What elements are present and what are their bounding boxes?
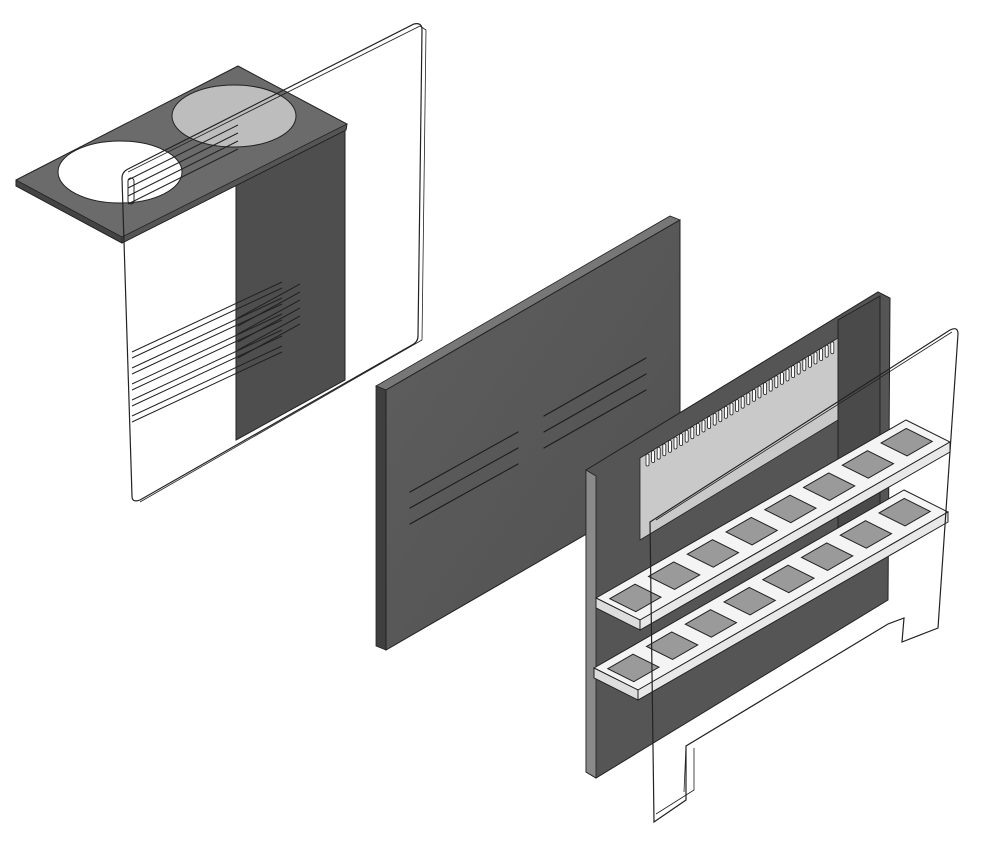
comb-slot	[707, 416, 711, 430]
comb-slot	[808, 354, 812, 368]
tube-rack	[592, 489, 950, 701]
comb-slot	[724, 405, 728, 419]
comb-slot	[824, 344, 829, 358]
rack-hole	[645, 631, 699, 660]
rack-hole	[761, 564, 816, 594]
comb-slot	[662, 443, 667, 457]
window-comb-slots	[645, 341, 835, 467]
middle-panel-slots	[409, 357, 647, 525]
cup-hole-left	[57, 140, 183, 204]
comb-slot	[746, 392, 751, 406]
middle-dark-panel	[375, 215, 681, 651]
comb-slot	[819, 348, 823, 362]
clear-panel-slots	[127, 124, 283, 423]
rack-hole	[878, 497, 932, 527]
rack-hole	[684, 609, 738, 638]
rack-hole	[686, 539, 740, 568]
comb-slot	[780, 371, 784, 385]
tube-rack	[594, 419, 952, 631]
comb-slot	[729, 402, 734, 416]
comb-slot	[701, 419, 706, 433]
comb-slot	[684, 429, 689, 443]
comb-slot	[785, 368, 790, 382]
rack-hole	[802, 472, 856, 501]
rack-hole	[763, 494, 818, 524]
comb-slot	[802, 358, 807, 372]
comb-slot	[735, 399, 739, 413]
side-panel-slots	[237, 283, 301, 359]
left-clear-panel	[121, 23, 423, 502]
comb-slot	[718, 409, 723, 423]
rack-hole	[839, 520, 893, 549]
comb-slot	[696, 422, 700, 436]
comb-slot	[668, 439, 672, 453]
comb-slot	[645, 453, 650, 467]
comb-slot	[796, 361, 801, 375]
comb-slot	[656, 446, 661, 460]
comb-slot	[712, 412, 717, 426]
rack-hole	[647, 561, 701, 590]
comb-slot	[830, 341, 835, 355]
comb-slot	[763, 382, 767, 396]
comb-slot	[740, 395, 745, 409]
rack-hole	[725, 516, 779, 546]
comb-slot	[690, 426, 695, 440]
comb-slot	[768, 378, 773, 392]
comb-slot	[757, 385, 762, 399]
rack-hole	[606, 653, 661, 683]
comb-slot	[752, 388, 756, 402]
left-holder-assembly	[15, 23, 427, 503]
comb-slot	[791, 365, 795, 379]
comb-slot	[651, 450, 655, 464]
comb-slot	[813, 351, 818, 365]
comb-slot	[673, 436, 678, 450]
rack-hole	[608, 583, 663, 613]
rack-hole	[800, 542, 854, 571]
right-clear-panel	[649, 328, 959, 824]
rack-hole	[723, 586, 777, 616]
rack-hole	[841, 450, 895, 479]
rack-hole	[880, 427, 934, 457]
comb-slot	[679, 433, 683, 447]
right-rack-assembly	[585, 291, 959, 824]
comb-slot	[774, 375, 779, 389]
